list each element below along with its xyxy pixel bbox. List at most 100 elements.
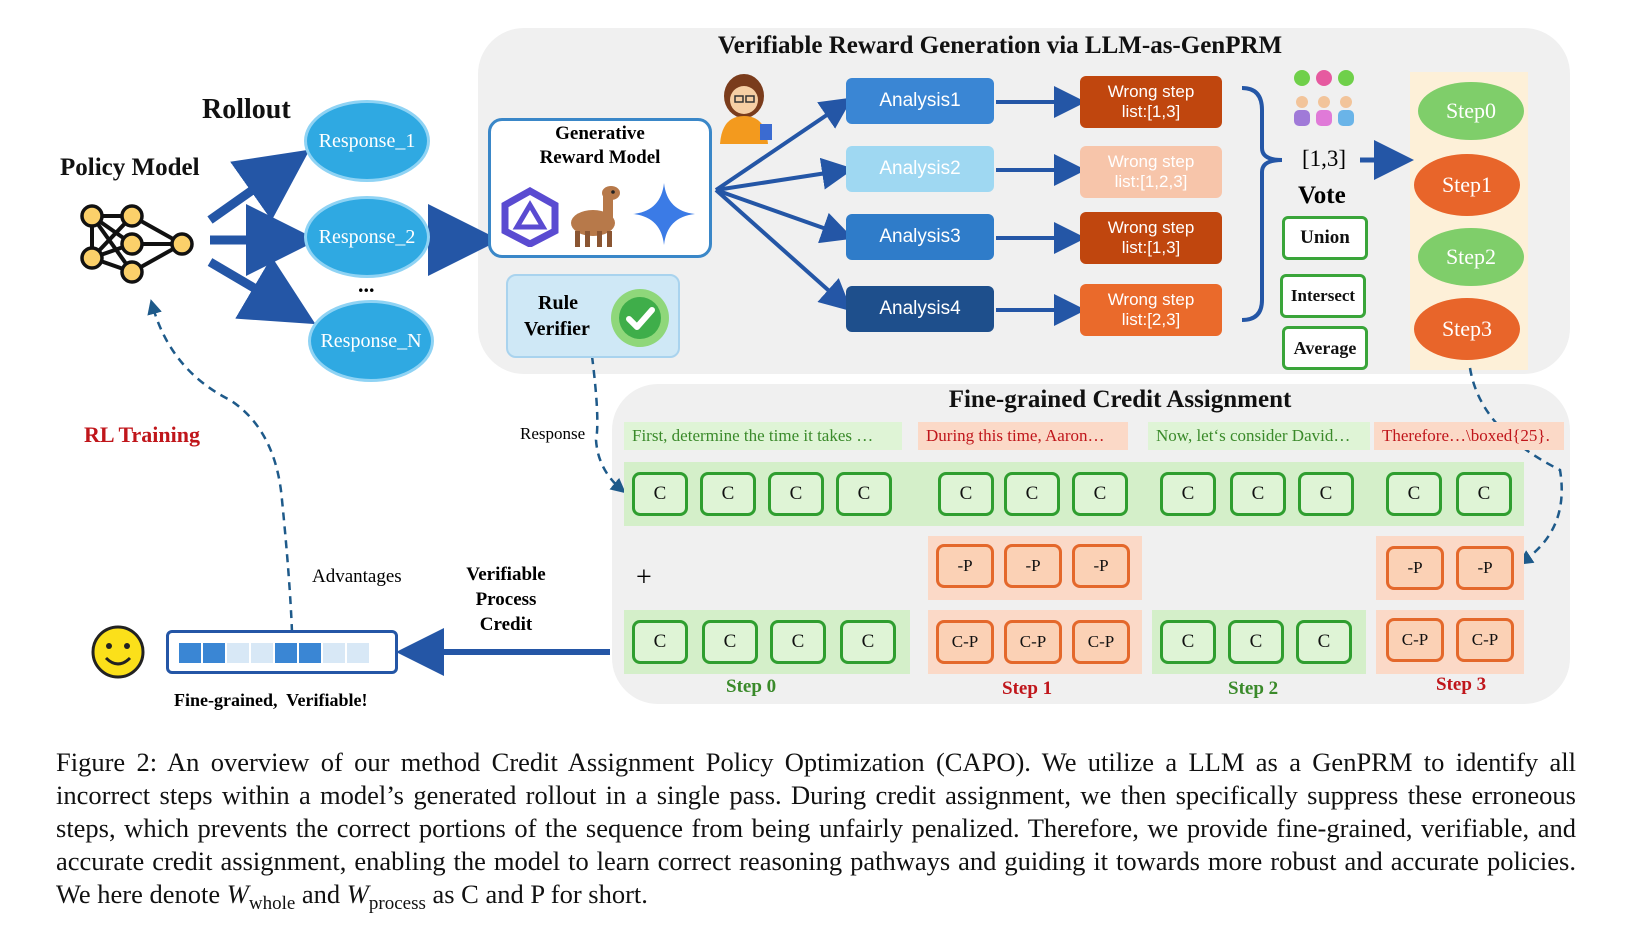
c-cell: C [938, 472, 994, 516]
verifiable-process-credit-label: Verifiable Process Credit [444, 562, 568, 637]
caption-sub-whole: whole [248, 893, 296, 914]
voters-icon [1294, 70, 1354, 126]
step3-oval: Step3 [1414, 298, 1520, 360]
step-label-3: Step 3 [1436, 674, 1487, 695]
analysis-1: Analysis1 [846, 78, 994, 124]
vote-result: [1,3] [1302, 146, 1347, 171]
vote-intersect: Intersect [1280, 274, 1366, 318]
c-cell: C [1004, 472, 1060, 516]
step-label-2: Step 2 [1228, 678, 1279, 699]
fine-grained-verifiable-label: Fine-grained, Verifiable! [174, 690, 368, 710]
wrong-step-4-line2: list:[2,3] [1121, 310, 1181, 329]
annotator-avatar-icon [720, 74, 772, 144]
wrong-step-1-line2: list:[1,3] [1121, 102, 1181, 121]
c-cell: C [770, 620, 826, 664]
credit-assignment-title: Fine-grained Credit Assignment [948, 386, 1292, 413]
wrong-step-2-line1: Wrong step [1107, 152, 1195, 171]
plus-sign: + [636, 562, 652, 593]
analysis-4: Analysis4 [846, 286, 994, 332]
response-ellipsis: ... [358, 272, 375, 297]
vote-bracket [1241, 86, 1283, 322]
step0-oval: Step0 [1418, 82, 1524, 140]
genrm-label-2: Reward Model [539, 147, 661, 168]
wrong-step-list-1: Wrong step list:[1,3] [1080, 76, 1222, 128]
vote-union: Union [1282, 216, 1368, 260]
llama-icon [571, 186, 620, 247]
vpc-line-1: Verifiable [466, 564, 546, 585]
policy-model-label: Policy Model [60, 154, 200, 181]
advantages-label: Advantages [312, 566, 402, 587]
c-cell: C [768, 472, 824, 516]
rollout-title: Rollout [202, 94, 291, 125]
neg-p-cell: -P [1456, 546, 1514, 590]
c-cell: C [1298, 472, 1354, 516]
wrong-step-list-3: Wrong step list:[1,3] [1080, 212, 1222, 264]
rule-verifier-label-1: Rule [538, 292, 578, 314]
wrong-step-2-line2: list:[1,2,3] [1114, 172, 1188, 191]
wrong-step-3-line2: list:[1,3] [1121, 238, 1181, 257]
dashed-verifier-to-c [590, 355, 626, 494]
dashed-rl-training [147, 299, 294, 633]
snippet-step3: Therefore…\boxed{25}. [1374, 422, 1564, 450]
gemini-sparkle-icon [633, 183, 695, 245]
c-cell: C [1296, 620, 1352, 664]
caption-w-whole: W [226, 879, 249, 909]
c-cell: C [1456, 472, 1512, 516]
vote-average: Average [1282, 326, 1368, 370]
genrm-label-1: Generative [555, 123, 645, 144]
step2-oval: Step2 [1418, 228, 1524, 286]
vpc-line-2: Process [475, 589, 537, 610]
snippet-step2: Now, let‘s consider David… [1148, 422, 1370, 450]
response-2: Response_2 [304, 196, 430, 278]
snippet-step1: During this time, Aaron… [918, 422, 1128, 450]
wrong-step-4-line1: Wrong step [1107, 290, 1195, 309]
c-minus-p-cell: C-P [1072, 620, 1130, 664]
snippet-step0: First, determine the time it takes … [624, 422, 902, 450]
caption-w-process: W [346, 879, 369, 909]
rule-verifier-label-2: Verifier [524, 318, 590, 340]
smiley-face-icon [91, 625, 145, 679]
c-cell: C [1160, 620, 1216, 664]
caption-sub-process: process [368, 893, 426, 914]
c-cell: C [840, 620, 896, 664]
c-cell: C [702, 620, 758, 664]
rule-verifier: Rule Verifier [506, 274, 680, 358]
arrow-policy-r1 [207, 149, 310, 224]
reward-generation-title: Verifiable Reward Generation via LLM-as-… [717, 32, 1283, 59]
qwen-logo-icon [501, 187, 559, 247]
neg-p-cell: -P [1072, 544, 1130, 588]
c-minus-p-cell: C-P [1004, 620, 1062, 664]
wrong-step-list-2: Wrong step list:[1,2,3] [1080, 146, 1222, 198]
step-label-0: Step 0 [726, 676, 777, 697]
dashed-step3-to-p [1468, 367, 1563, 565]
neg-p-cell: -P [1004, 544, 1062, 588]
analysis-2: Analysis2 [846, 146, 994, 192]
caption-part2: as C and P for short. [425, 879, 648, 909]
vote-title: Vote [1298, 182, 1346, 209]
c-minus-p-cell: C-P [1456, 618, 1514, 662]
step1-oval: Step1 [1414, 154, 1520, 216]
c-cell: C [632, 620, 688, 664]
wrong-step-list-4: Wrong step list:[2,3] [1080, 284, 1222, 336]
wrong-step-1-line1: Wrong step [1107, 82, 1195, 101]
c-cell: C [836, 472, 892, 516]
response-1: Response_1 [304, 100, 430, 182]
step-label-1: Step 1 [1002, 678, 1053, 699]
advantage-bar [166, 630, 398, 674]
response-n: Response_N [308, 300, 434, 382]
c-cell: C [700, 472, 756, 516]
c-minus-p-cell: C-P [1386, 618, 1444, 662]
caption-part1: Figure 2: An overview of our method Cred… [56, 747, 1576, 909]
c-cell: C [1230, 472, 1286, 516]
neg-p-cell: -P [936, 544, 994, 588]
generative-reward-model: Generative Reward Model [488, 118, 712, 258]
neg-p-cell: -P [1386, 546, 1444, 590]
rl-training-label: RL Training [84, 422, 200, 447]
c-cell: C [1386, 472, 1442, 516]
arrow-policy-rn [207, 256, 316, 325]
c-cell: C [1072, 472, 1128, 516]
wrong-step-3-line1: Wrong step [1107, 218, 1195, 237]
c-cell: C [632, 472, 688, 516]
c-cell: C [1160, 472, 1216, 516]
